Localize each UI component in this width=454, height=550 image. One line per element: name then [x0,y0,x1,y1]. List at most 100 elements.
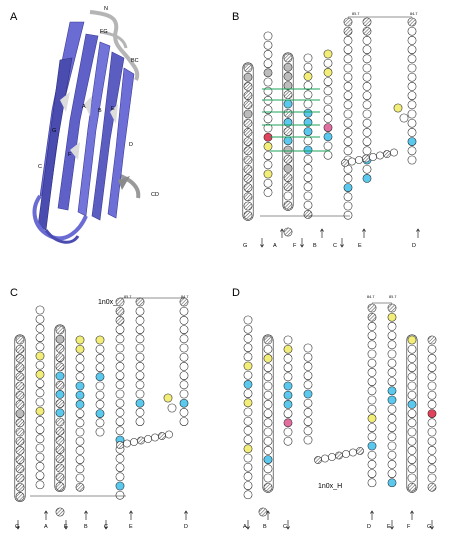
residue-circle [343,45,353,54]
residue-circle [179,334,189,344]
residue-circle [387,404,397,414]
residue-circle [328,453,336,461]
residue-circle [367,349,377,359]
residue-circle [427,464,437,474]
residue-circle [407,363,417,372]
residue-circle [303,136,313,146]
residue-circle [15,482,25,492]
residue-circle [115,352,125,362]
residue-circle [243,174,253,183]
residue-circle [303,182,313,192]
residue-circle [35,425,45,434]
residue-circle [343,17,353,27]
residue-circle [367,358,377,368]
residue-circle [343,82,353,91]
residue-circle [283,136,293,146]
residue-circle [343,174,353,183]
residue-circle [407,17,417,27]
residue-circle [115,481,125,491]
residue-circle [263,344,273,354]
residue-circle [323,150,333,160]
residue-circle [75,335,85,345]
residue-circle [243,435,253,444]
topology-diagram-d [243,302,437,530]
strand-label-f: F [64,524,68,530]
residue-circle [243,128,253,137]
panel-d-label: D [232,287,240,299]
residue-circle [367,331,377,340]
residue-circle [283,400,293,409]
strand-direction-arrow [16,526,20,530]
strand-direction-arrow [44,510,48,514]
residue-circle [387,395,397,405]
residue-circle [115,316,125,325]
residue-circle [427,400,437,409]
residue-circle [115,334,125,344]
residue-circle [95,409,105,418]
residue-circle [35,360,45,370]
residue-circle [323,58,333,68]
residue-circle [314,456,322,464]
residue-circle [55,362,65,372]
strand-box [262,334,274,493]
residue-circle [144,435,152,443]
residue-circle [323,49,333,59]
residue-circle [407,137,417,146]
residue-circle [427,335,437,345]
residue-circle [115,297,125,307]
residue-circle [35,342,45,352]
residue-circle [263,354,273,363]
residue-circle [427,436,437,446]
residue-circle [75,372,85,382]
residue-circle [407,344,417,354]
residue-circle [323,123,333,132]
residue-circle [283,90,293,100]
residue-circle [387,377,397,386]
residue-circle [243,370,253,380]
panel-d: D 1n0x_H 84.7 85.7 A B C D E F G [232,287,437,530]
residue-circle [407,372,417,382]
panel-c: C 1n0x_H 85.7 84.7 G A F B C E D [10,287,189,530]
residue-circle [427,446,437,455]
residue-circle [75,464,85,474]
residue-circle [55,325,65,335]
residue-circle [15,436,25,446]
residue-circle [283,381,293,391]
strand-direction-arrow [104,526,108,530]
residue-circle [387,469,397,478]
residue-circle [243,210,253,220]
residue-circle [367,322,377,331]
residue-circle [135,343,145,353]
residue-circle [303,417,313,426]
residue-circle [75,381,85,391]
residue-circle [343,137,353,146]
residue-circle [362,146,372,156]
residue-circle [243,109,253,119]
residue-circle [243,481,253,490]
residue-circle [367,395,377,405]
residue-circle [303,371,313,380]
residue-circle [387,322,397,331]
residue-circle [303,90,313,100]
residue-circle [55,417,65,427]
residue-circle [407,54,417,64]
residue-circle [35,471,45,480]
residue-circle [179,371,189,380]
strand-label-e: E [358,243,362,249]
residue-circle [387,368,397,377]
residue-circle [367,423,377,432]
residue-circle [303,426,313,436]
strand-axis-c: G A F B C E D [15,524,188,530]
residue-circle [35,416,45,425]
residue-circle [343,109,353,119]
residue-circle [115,472,125,482]
residue-circle [303,200,313,210]
residue-circle [343,36,353,45]
residue-circle [341,159,349,167]
residue-circle [75,455,85,464]
residue-circle [179,389,189,399]
residue-circle [15,335,25,345]
residue-circle [283,227,293,237]
strand-axis-d: A B C D E F G [243,524,431,530]
residue-circle [367,303,377,313]
